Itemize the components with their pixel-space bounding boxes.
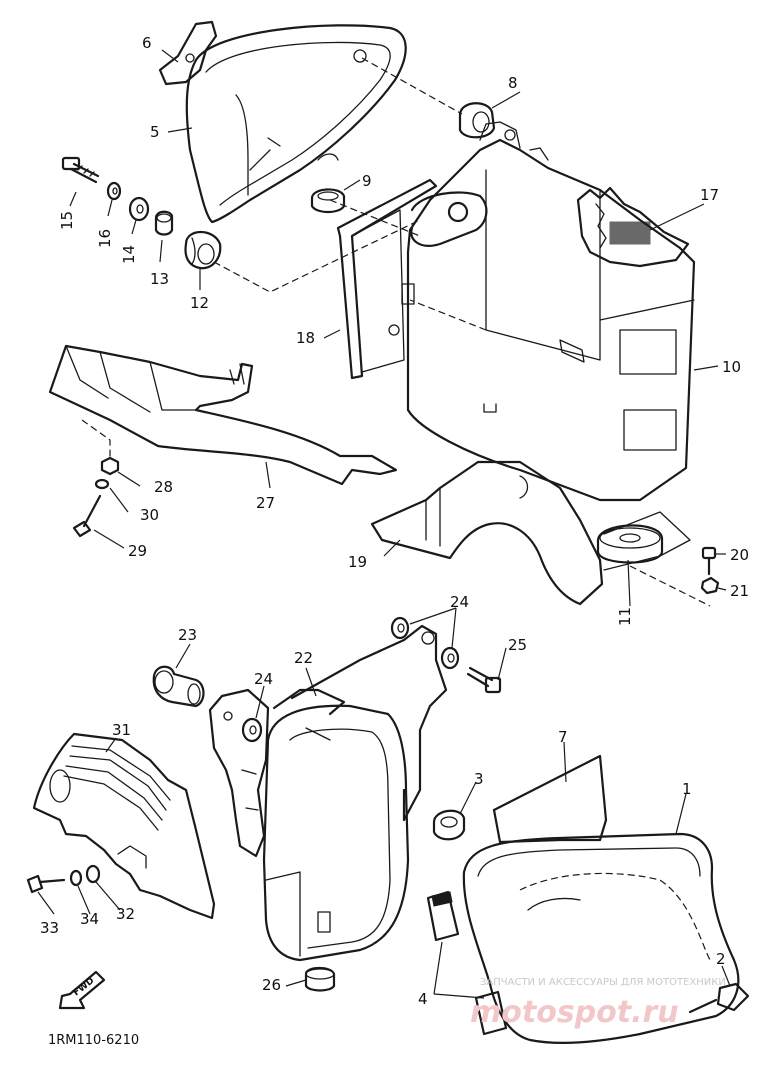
callout-6: 6 — [142, 34, 152, 52]
part-15-bolt — [61, 156, 100, 184]
callout-8: 8 — [508, 74, 518, 92]
part-22-filter-box — [262, 688, 410, 962]
part-24-washer-b — [440, 646, 460, 670]
callout-2: 2 — [716, 950, 726, 968]
part-34-washer — [69, 869, 83, 887]
part-28-nut — [100, 456, 120, 476]
callout-22: 22 — [294, 649, 313, 667]
callout-32: 32 — [116, 905, 135, 923]
callout-16: 16 — [96, 229, 114, 248]
callout-24-top: 24 — [450, 593, 469, 611]
part-2-screw — [688, 982, 750, 1014]
callout-12: 12 — [190, 294, 209, 312]
part-10-battery-box — [406, 121, 696, 502]
part-24-washer-a — [390, 616, 410, 640]
callouts: 8 6 5 9 17 10 18 15 16 14 13 12 27 28 30… — [40, 34, 749, 1008]
callout-26: 26 — [262, 976, 281, 994]
watermark-caption: ЗАПЧАСТИ И АКСЕССУАРЫ ДЛЯ МОТОТЕХНИКИ — [480, 977, 726, 988]
part-13-collar — [154, 210, 174, 236]
part-19-lower-bracket — [370, 460, 691, 606]
callout-7: 7 — [558, 728, 568, 746]
part-7-pad — [492, 754, 608, 844]
part-11-grommet — [596, 524, 664, 564]
callout-9: 9 — [362, 172, 372, 190]
callout-21: 21 — [730, 582, 749, 600]
part-4-clip — [426, 890, 508, 1036]
callout-14: 14 — [120, 245, 138, 264]
callout-29: 29 — [128, 542, 147, 560]
part-26-damper — [304, 966, 336, 992]
part-31-side-panel — [32, 732, 216, 920]
callout-18: 18 — [296, 329, 315, 347]
part-9-grommet — [310, 188, 346, 214]
part-16-washer — [106, 181, 122, 201]
part-1-side-cover — [462, 832, 740, 1044]
callout-19: 19 — [348, 553, 367, 571]
part-32-collar — [85, 864, 101, 884]
callout-5: 5 — [150, 123, 160, 141]
callout-13: 13 — [150, 270, 169, 288]
callout-33: 33 — [40, 919, 59, 937]
part-5-upper-cover — [185, 24, 407, 224]
callout-34: 34 — [80, 910, 99, 928]
callout-30: 30 — [140, 506, 159, 524]
callout-25: 25 — [508, 636, 527, 654]
callout-10: 10 — [722, 358, 741, 376]
callout-28: 28 — [154, 478, 173, 496]
callout-4: 4 — [418, 990, 428, 1008]
part-14-washer — [128, 196, 150, 222]
part-29-screw — [72, 494, 102, 538]
callout-17: 17 — [700, 186, 719, 204]
callout-24: 24 — [254, 670, 273, 688]
callout-11: 11 — [616, 607, 634, 626]
watermark: ЗАПЧАСТИ И АКСЕССУАРЫ ДЛЯ МОТОТЕХНИКИ mo… — [470, 977, 726, 1030]
fwd-label: FWD — [72, 976, 97, 998]
part-23-collar — [152, 665, 205, 708]
callout-1: 1 — [682, 780, 692, 798]
part-18-band — [336, 178, 488, 380]
callout-27: 27 — [256, 494, 275, 512]
part-33-screw — [26, 874, 66, 894]
part-30-washer — [94, 478, 110, 490]
diagram-code: 1RM110-6210 — [48, 1033, 139, 1048]
part-20-bolt — [701, 546, 717, 576]
part-21-nut — [700, 576, 720, 595]
part-24-washer-c — [241, 717, 263, 743]
part-17-pad — [576, 186, 690, 268]
fwd-arrow-icon — [58, 970, 106, 1010]
part-22-bracket — [208, 624, 448, 858]
part-27-cover — [48, 344, 398, 486]
callout-20: 20 — [730, 546, 749, 564]
callout-15: 15 — [58, 211, 76, 230]
part-8-grommet — [458, 102, 496, 139]
callout-31: 31 — [112, 721, 131, 739]
callout-23: 23 — [178, 626, 197, 644]
part-25-bolt — [466, 666, 502, 694]
watermark-logo: motospot.ru — [470, 995, 679, 1030]
part-3-grommet — [432, 809, 466, 841]
part-6-bracket — [158, 20, 218, 86]
callout-3: 3 — [474, 770, 484, 788]
